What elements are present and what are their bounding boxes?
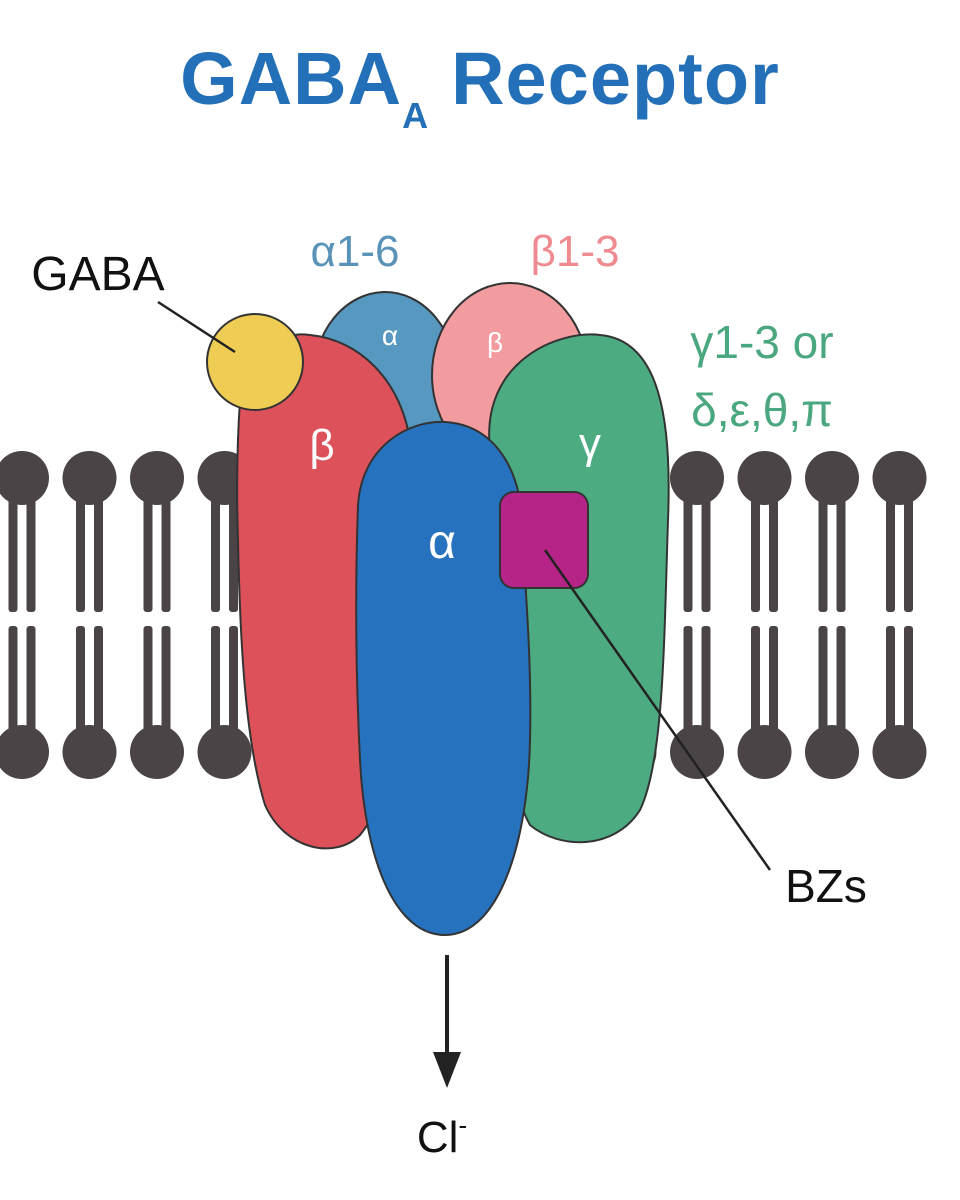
lipid-tail (836, 495, 846, 612)
lipid-head (130, 725, 184, 779)
lipid-tail (886, 495, 895, 612)
lipid-tail (229, 495, 238, 612)
lipid-tail (904, 626, 913, 735)
lipid-head (0, 725, 49, 779)
beta-isoforms-label: β1-3 (531, 227, 620, 276)
bzs-label: BZs (785, 860, 867, 912)
lipid-tail (8, 626, 18, 735)
gamma-subunit-label: γ (579, 419, 601, 468)
lipid-tail (76, 626, 85, 735)
lipid-head (670, 451, 724, 505)
lipid-tail (836, 626, 846, 735)
title-main: GABA (180, 37, 403, 120)
beta-back-label: β (487, 327, 503, 358)
lipid-head (805, 451, 859, 505)
lipid-tail (229, 626, 238, 735)
gaba-leader-line (157, 300, 236, 354)
alpha-front-label: α (428, 516, 456, 569)
lipid-head (197, 725, 252, 779)
chloride-arrow-head (433, 1052, 461, 1088)
lipid-tail (94, 626, 103, 735)
phospholipid (62, 451, 117, 779)
lipid-tail (818, 495, 828, 612)
diagram-title: GABAA Receptor (0, 36, 960, 137)
lipid-tail (161, 626, 171, 735)
lipid-head (62, 451, 117, 505)
lipid-tail (886, 626, 895, 735)
chloride-charge: - (458, 1110, 467, 1140)
lipid-head (737, 725, 792, 779)
phospholipid (197, 451, 252, 779)
phospholipid (670, 451, 724, 779)
chloride-label: Cl- (417, 1110, 467, 1162)
lipid-tail (701, 626, 711, 735)
lipid-tail (161, 495, 171, 612)
lipid-tail (701, 495, 711, 612)
lipid-tail (76, 495, 85, 612)
lipid-tail (211, 626, 220, 735)
lipid-tail (683, 626, 693, 735)
beta-front-label: β (309, 421, 334, 470)
lipid-head (670, 725, 724, 779)
lipid-tail (769, 626, 778, 735)
gaba-label: GABA (31, 248, 164, 301)
lipid-head (872, 725, 927, 779)
lipid-head (805, 725, 859, 779)
lipid-head (737, 451, 792, 505)
chloride-symbol: Cl (417, 1113, 459, 1162)
lipid-tail (683, 495, 693, 612)
lipid-tail (26, 626, 36, 735)
lipid-tail (211, 495, 220, 612)
phospholipid (737, 451, 792, 779)
lipid-tail (751, 626, 760, 735)
lipid-tail (751, 495, 760, 612)
lipid-tail (8, 495, 18, 612)
title-rest: Receptor (451, 37, 780, 120)
lipid-tail (143, 495, 153, 612)
title-subscript: A (402, 95, 430, 136)
lipid-tail (26, 495, 36, 612)
gaba-ligand (206, 313, 304, 411)
phospholipid (130, 451, 184, 779)
phospholipid (805, 451, 859, 779)
alpha-front-subunit (355, 420, 532, 937)
lipid-tail (904, 495, 913, 612)
gamma-isoforms-label-line1: γ1-3 or (690, 316, 833, 368)
lipid-tail (818, 626, 828, 735)
lipid-tail (769, 495, 778, 612)
lipid-head (872, 451, 927, 505)
gamma-isoforms-label-line2: δ,ε,θ,π (691, 384, 833, 436)
alpha-back-label: α (382, 320, 398, 351)
lipid-head (130, 451, 184, 505)
alpha-isoforms-label: α1-6 (310, 227, 399, 276)
bzs-leader-line (543, 549, 772, 871)
lipid-head (0, 451, 49, 505)
phospholipid (0, 451, 49, 779)
lipid-tail (94, 495, 103, 612)
phospholipid (872, 451, 927, 779)
lipid-head (62, 725, 117, 779)
bz-binding-site (499, 491, 589, 589)
lipid-tail (143, 626, 153, 735)
